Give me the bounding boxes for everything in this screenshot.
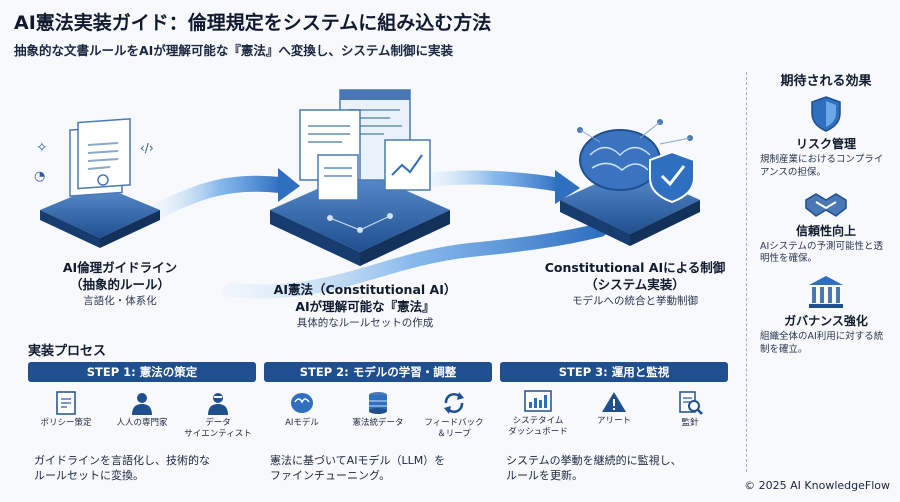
step-1-item-scientist-label: データ サイエンティスト <box>184 418 252 439</box>
effects-title: 期待される効果 <box>780 74 872 89</box>
step-2-item-model: AIモデル <box>267 390 337 446</box>
document-stack-icon: ✧ ‹/› ◔ <box>34 118 160 248</box>
step-2-desc: 憲法に基づいてAIモデル（LLM）を ファインチューニング。 <box>270 454 446 482</box>
step-1-item-scientist: データ サイエンティスト <box>183 390 253 446</box>
effect-risk: リスク管理 規制産業におけるコンプライアンスの担保。 <box>752 95 900 180</box>
flow-arrow-1 <box>152 175 288 218</box>
divider <box>746 72 747 472</box>
step-3-items: システタイム ダッシュボード アリート 監針 <box>500 390 728 446</box>
step-2-item-model-label: AIモデル <box>285 418 319 428</box>
svg-text:✧: ✧ <box>36 140 48 156</box>
step-3-item-dashboard: システタイム ダッシュボード <box>503 390 573 446</box>
stage-1-title: AI倫理ガイドライン （抽象的ルール） <box>62 260 178 292</box>
institution-icon <box>809 276 843 309</box>
brain-shield-icon <box>560 119 700 246</box>
expert-icon <box>132 393 152 415</box>
effect-governance-desc: 組織全体のAI利用に対する統制を確立。 <box>760 331 884 356</box>
step-2-header: STEP 2: モデルの学習・調整 <box>264 362 492 382</box>
shield-icon <box>811 96 841 132</box>
effect-governance: ガバナンス強化 組織全体のAI利用に対する統制を確立。 <box>752 274 900 357</box>
step-3-desc: システムの挙動を継続的に監視し、 ルールを更新。 <box>506 454 682 482</box>
step-3-item-alert-label: アリート <box>596 416 631 426</box>
stage-1-label: AI倫理ガイドライン （抽象的ルール） 言語化・体系化 <box>30 260 210 308</box>
step-1: STEP 1: 憲法の策定 ポリシー策定 人人の専門家 データ <box>28 362 256 484</box>
alert-icon <box>602 392 626 412</box>
step-3-header: STEP 3: 運用と監視 <box>500 362 728 382</box>
database-icon <box>369 392 387 414</box>
step-2-item-data-label: 憲法統データ <box>352 418 404 428</box>
effect-risk-desc: 規制産業におけるコンプライアンスの担保。 <box>760 154 884 178</box>
stage-2-label: AI憲法（Constitutional AI） AIが理解可能な『憲法』 具体的… <box>270 282 460 330</box>
process-title: 実装プロセス <box>28 344 107 359</box>
effects-panel: 期待される効果 リスク管理 規制産業におけるコンプライアンスの担保。 信頼性向上… <box>752 70 900 363</box>
dashboard-icon <box>524 390 552 412</box>
step-3-item-audit-label: 監針 <box>681 418 699 428</box>
flow-arrowhead-1 <box>278 168 300 202</box>
flow-illustration: ✧ ‹/› ◔ <box>34 89 700 299</box>
step-1-item-expert: 人人の専門家 <box>107 390 177 446</box>
audit-icon <box>679 391 703 415</box>
effect-trust-desc: AIシステムの予測可能性と透明性を確保。 <box>760 240 884 265</box>
page-subtitle: 抽象的な文書ルールをAIが理解可能な『憲法』へ変換し、システム制御に実装 <box>14 43 453 58</box>
step-2-item-feedback: フィードバック ＆リープ <box>419 390 489 446</box>
scientist-icon <box>208 393 228 415</box>
step-1-desc: ガイドラインを言語化し、技術的な ルールセットに変換。 <box>34 454 210 482</box>
step-2-items: AIモデル 憲法統データ フィードバック ＆リープ <box>264 390 492 446</box>
step-2: STEP 2: モデルの学習・調整 AIモデル 憲法統データ <box>264 362 492 484</box>
effect-trust-name: 信頼性向上 <box>795 223 856 238</box>
step-3-item-audit: 監針 <box>655 390 725 446</box>
step-1-header: STEP 1: 憲法の策定 <box>28 362 256 382</box>
step-1-items: ポリシー策定 人人の専門家 データ サイエンティスト <box>28 390 256 446</box>
stage-3-sub: モデルへの統合と挙動制御 <box>572 294 698 307</box>
stage-3-label: Constitutional AIによる制御 （システム実装） モデルへの統合と… <box>535 260 735 308</box>
policy-doc-icon <box>56 391 76 415</box>
step-3: STEP 3: 運用と監視 システタイム ダッシュボード アリート <box>500 362 728 484</box>
effect-risk-name: リスク管理 <box>795 137 856 151</box>
effect-trust: 信頼性向上 AIシステムの予測可能性と透明性を確保。 <box>752 188 900 267</box>
step-1-item-policy: ポリシー策定 <box>31 390 101 446</box>
feedback-loop-icon <box>444 392 464 414</box>
stage-3-title: Constitutional AIによる制御 （システム実装） <box>544 260 726 292</box>
ai-model-icon <box>291 393 313 413</box>
step-2-item-feedback-label: フィードバック ＆リープ <box>424 418 484 439</box>
handshake-icon <box>805 192 847 217</box>
flow-arrowhead-3 <box>555 170 580 204</box>
code-platform-icon <box>270 89 450 266</box>
step-1-item-policy-label: ポリシー策定 <box>40 418 92 428</box>
step-3-item-dashboard-label: システタイム ダッシュボード <box>508 416 568 437</box>
step-1-item-expert-label: 人人の専門家 <box>116 418 168 428</box>
copyright: © 2025 AI KnowledgeFlow <box>744 479 890 492</box>
page-title: AI憲法実装ガイド：倫理規定をシステムに組み込む方法 <box>14 12 492 34</box>
stage-2-title: AI憲法（Constitutional AI） AIが理解可能な『憲法』 <box>273 282 457 314</box>
flow-diagram: ✧ ‹/› ◔ <box>0 60 745 340</box>
step-2-item-data: 憲法統データ <box>343 390 413 446</box>
stage-1-sub: 言語化・体系化 <box>83 294 157 307</box>
svg-text:◔: ◔ <box>34 169 45 184</box>
stage-2-sub: 具体的なルールセットの作成 <box>296 316 434 329</box>
effect-governance-name: ガバナンス強化 <box>784 314 868 329</box>
flow-arrow-2 <box>223 223 607 299</box>
flow-arrow-3 <box>423 170 567 192</box>
svg-text:‹/›: ‹/› <box>140 141 154 155</box>
step-3-item-alert: アリート <box>579 390 649 446</box>
